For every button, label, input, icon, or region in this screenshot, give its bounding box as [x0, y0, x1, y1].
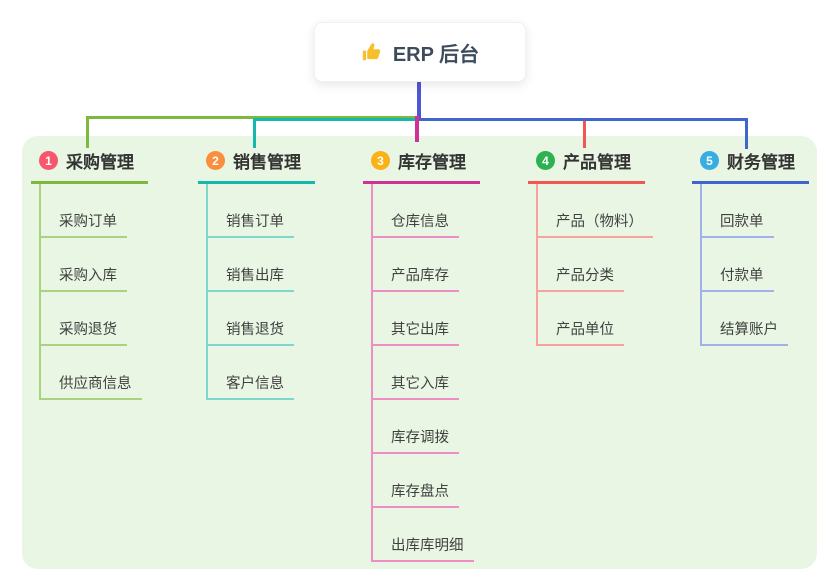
- branch-badge: 4: [536, 151, 555, 170]
- child-item[interactable]: 产品库存: [373, 238, 459, 292]
- child-item[interactable]: 产品单位: [538, 292, 624, 346]
- branch-title[interactable]: 5 财务管理: [692, 146, 809, 184]
- child-item-label: 付款单: [720, 268, 764, 284]
- child-item-label: 采购入库: [59, 268, 117, 284]
- child-item[interactable]: 回款单: [702, 184, 774, 238]
- child-item[interactable]: 销售退货: [208, 292, 294, 346]
- child-item[interactable]: 采购入库: [41, 238, 127, 292]
- child-item-label: 产品库存: [391, 268, 449, 284]
- child-item-label: 采购退货: [59, 322, 117, 338]
- connector-branch-4-v: [583, 121, 586, 148]
- child-item[interactable]: 采购退货: [41, 292, 127, 346]
- branch-badge: 1: [39, 151, 58, 170]
- branch-badge: 2: [206, 151, 225, 170]
- child-item[interactable]: 库存调拨: [373, 400, 459, 454]
- child-item[interactable]: 仓库信息: [373, 184, 459, 238]
- connector-branch-2-v: [253, 118, 256, 148]
- child-item-label: 供应商信息: [59, 376, 132, 392]
- branch-children: 回款单付款单结算账户: [700, 184, 788, 346]
- child-item[interactable]: 客户信息: [208, 346, 294, 400]
- branch-badge: 3: [371, 151, 390, 170]
- connector-branch-5-h: [419, 118, 748, 121]
- connector-branch-1-h: [86, 116, 421, 119]
- connector-branch-5-v: [745, 118, 748, 149]
- branch-children: 仓库信息产品库存其它出库其它入库库存调拨库存盘点出库库明细: [371, 184, 474, 562]
- child-item[interactable]: 库存盘点: [373, 454, 459, 508]
- branch-column-1: 1 采购管理采购订单采购入库采购退货供应商信息: [31, 146, 148, 400]
- child-item[interactable]: 出库库明细: [373, 508, 474, 562]
- branch-children: 销售订单销售出库销售退货客户信息: [206, 184, 294, 400]
- child-item[interactable]: 销售出库: [208, 238, 294, 292]
- child-item-label: 产品分类: [556, 268, 614, 284]
- connector-branch-3-v: [415, 116, 419, 142]
- child-item[interactable]: 其它出库: [373, 292, 459, 346]
- child-item-label: 产品（物料）: [556, 214, 643, 230]
- child-item[interactable]: 其它入库: [373, 346, 459, 400]
- branch-title-label: 库存管理: [398, 153, 466, 172]
- child-item-label: 仓库信息: [391, 214, 449, 230]
- child-item-label: 结算账户: [720, 322, 778, 338]
- child-item-label: 库存调拨: [391, 430, 449, 446]
- child-item[interactable]: 结算账户: [702, 292, 788, 346]
- thumbs-up-icon: [361, 41, 383, 63]
- root-node[interactable]: ERP 后台: [314, 22, 526, 82]
- child-item-label: 其它出库: [391, 322, 449, 338]
- branch-title[interactable]: 1 采购管理: [31, 146, 148, 184]
- branch-title[interactable]: 2 销售管理: [198, 146, 315, 184]
- child-item[interactable]: 采购订单: [41, 184, 127, 238]
- branch-badge: 5: [700, 151, 719, 170]
- connector-root-line: [417, 82, 421, 120]
- child-item-label: 销售订单: [226, 214, 284, 230]
- branch-title-label: 销售管理: [233, 153, 301, 172]
- child-item[interactable]: 销售订单: [208, 184, 294, 238]
- branch-title-label: 财务管理: [727, 153, 795, 172]
- child-item[interactable]: 供应商信息: [41, 346, 142, 400]
- root-node-label: ERP 后台: [392, 43, 480, 66]
- branch-title-label: 采购管理: [66, 153, 134, 172]
- branch-title[interactable]: 3 库存管理: [363, 146, 480, 184]
- child-item-label: 产品单位: [556, 322, 614, 338]
- branch-column-4: 4 产品管理产品（物料） 产品分类产品单位: [528, 146, 653, 346]
- child-item-label: 其它入库: [391, 376, 449, 392]
- child-item-label: 出库库明细: [391, 538, 464, 554]
- connector-branch-2-h: [253, 118, 421, 121]
- branch-title-label: 产品管理: [563, 153, 631, 172]
- branch-column-5: 5 财务管理回款单付款单结算账户: [692, 146, 809, 346]
- branch-column-2: 2 销售管理销售订单销售出库销售退货客户信息: [198, 146, 315, 400]
- branch-children: 产品（物料） 产品分类产品单位: [536, 184, 653, 346]
- connector-branch-1-v: [86, 116, 89, 148]
- branch-title[interactable]: 4 产品管理: [528, 146, 645, 184]
- branch-children: 采购订单采购入库采购退货供应商信息: [39, 184, 142, 400]
- child-item[interactable]: 产品分类: [538, 238, 624, 292]
- child-item[interactable]: 产品（物料）: [538, 184, 653, 238]
- child-item-label: 库存盘点: [391, 484, 449, 500]
- child-item[interactable]: 付款单: [702, 238, 774, 292]
- canvas-panel: [22, 136, 817, 569]
- child-item-label: 销售出库: [226, 268, 284, 284]
- branch-column-3: 3 库存管理仓库信息产品库存其它出库其它入库库存调拨库存盘点出库库明细: [363, 146, 480, 562]
- child-item-label: 采购订单: [59, 214, 117, 230]
- child-item-label: 客户信息: [226, 376, 284, 392]
- child-item-label: 销售退货: [226, 322, 284, 338]
- child-item-label: 回款单: [720, 214, 764, 230]
